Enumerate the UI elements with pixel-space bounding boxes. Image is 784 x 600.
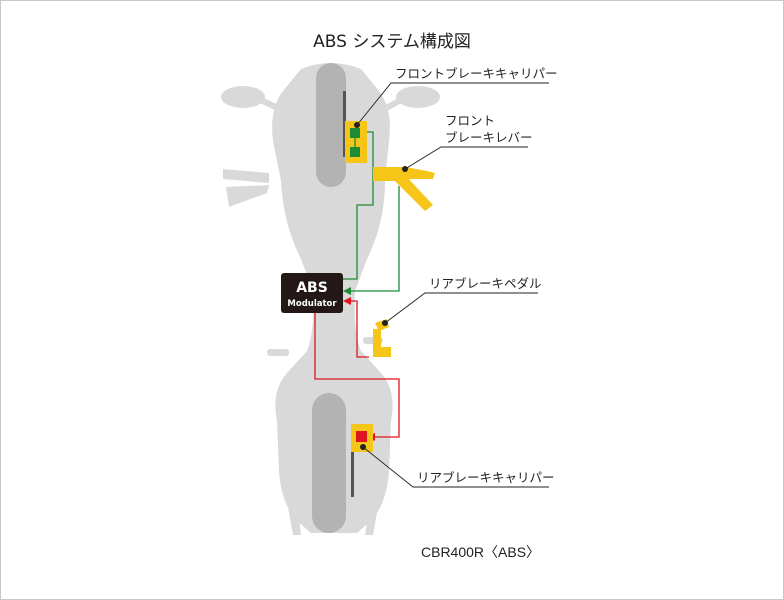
modulator-label-modulator: Modulator (287, 299, 337, 309)
label-front-lever-line1: フロント (445, 113, 495, 128)
abs-modulator: ABS Modulator (281, 273, 343, 313)
rear-brake-caliper (351, 424, 373, 452)
label-front-caliper: フロントブレーキキャリパー (395, 66, 558, 81)
label-rear-caliper: リアブレーキキャリパー (417, 470, 555, 485)
leader-front-lever (404, 146, 528, 170)
diagram-title: ABS システム構成図 (313, 32, 471, 52)
leader-rear-pedal (384, 292, 538, 324)
front-line-modulator-to-caliper (343, 131, 374, 280)
rear-arrow-modulator (343, 297, 351, 305)
left-mirror-icon (221, 86, 265, 108)
rear-frame-left (287, 501, 301, 535)
label-rear-pedal: リアブレーキペダル (429, 276, 542, 291)
leader-dot-rear-pedal (382, 320, 388, 326)
front-arrow-modulator (343, 287, 351, 295)
leader-dot-front-caliper (354, 122, 360, 128)
rear-brake-pedal-icon (373, 319, 391, 357)
rear-line-pedal-to-modulator (349, 300, 369, 358)
right-mirror-icon (396, 86, 440, 108)
front-brake-lever-icon (373, 167, 435, 211)
front-line-lever-to-modulator (349, 186, 400, 292)
front-brake-disc (343, 91, 346, 157)
rear-line-modulator-to-caliper (314, 313, 400, 438)
leader-front-caliper (356, 82, 549, 126)
leader-rear-caliper (362, 446, 549, 488)
modulator-label-abs: ABS (296, 280, 328, 296)
rear-tire-icon (312, 393, 346, 533)
rear-frame-right (365, 501, 379, 535)
front-brake-caliper (345, 121, 367, 163)
left-handlebar-icon (223, 169, 269, 183)
leader-dot-front-lever (402, 166, 408, 172)
model-name: CBR400R〈ABS〉 (421, 544, 540, 560)
front-tire-icon (316, 63, 346, 187)
left-footpeg-icon (267, 349, 289, 356)
rear-brake-disc (351, 427, 354, 497)
left-lever-icon (226, 185, 269, 207)
leader-dot-rear-caliper (360, 444, 366, 450)
label-front-lever-line2: ブレーキレバー (445, 130, 533, 145)
